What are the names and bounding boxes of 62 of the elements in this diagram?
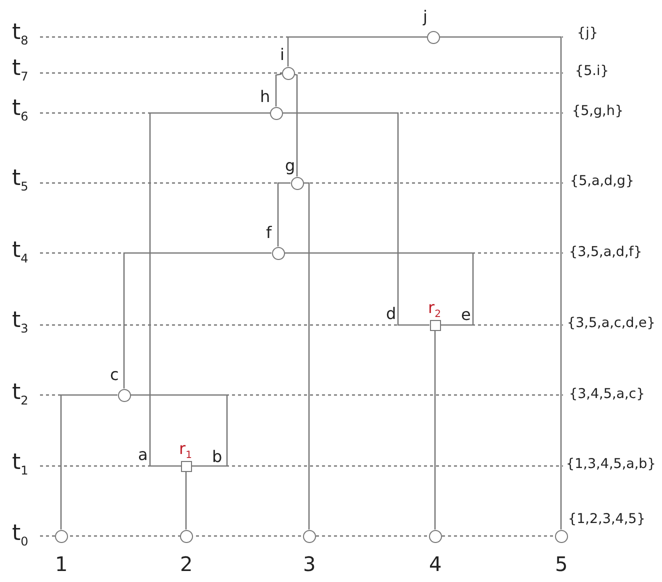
set-label: {1,3,4,5,a,b} (566, 458, 656, 472)
time-level-label: t$_{1}$ (12, 452, 28, 476)
set-label: {3,4,5,a,c} (569, 388, 645, 402)
connector-line (123, 252, 272, 388)
point-label: a (138, 447, 148, 463)
point-label: c (110, 367, 119, 383)
leaf-number: 3 (303, 554, 316, 574)
set-label: {3,5,a,d,f} (569, 246, 642, 260)
set-label: {3,5,a,c,d,e} (567, 317, 656, 330)
connector-line (60, 394, 118, 530)
junction-circle (428, 530, 442, 542)
point-label: r$_{1}$ (179, 441, 192, 462)
junction-square (180, 460, 192, 472)
time-level-label: t$_{5}$ (12, 168, 28, 192)
time-level-label: t$_{0}$ (12, 523, 28, 548)
point-label: f (266, 225, 272, 241)
junction-circle (290, 176, 304, 190)
junction-circle (272, 246, 284, 260)
connector-line (440, 36, 562, 530)
junction-square (430, 320, 440, 330)
connector-line (149, 112, 270, 467)
connector-line (185, 472, 187, 530)
point-label: e (461, 307, 471, 323)
junction-circle (282, 66, 294, 80)
point-label: h (260, 89, 270, 105)
set-label: {5.i} (575, 65, 609, 78)
junction-circle (270, 106, 282, 120)
junction-circle (180, 530, 192, 542)
point-label: g (285, 158, 296, 174)
time-level-label: t$_{8}$ (12, 22, 28, 46)
time-level-label: t$_{4}$ (12, 240, 28, 264)
connector-line (282, 112, 430, 326)
time-level-label: t$_{6}$ (12, 98, 28, 122)
point-label: r$_{2}$ (428, 300, 441, 320)
connector-line (287, 36, 426, 66)
time-level-label: t$_{7}$ (12, 58, 28, 82)
time-level-label: t$_{2}$ (12, 382, 28, 406)
junction-circle (118, 388, 130, 402)
connector-line (284, 252, 474, 326)
connector-line (294, 74, 298, 176)
junction-circle (54, 530, 68, 542)
time-level-label: t$_{3}$ (12, 310, 28, 334)
junction-circle (302, 530, 316, 542)
point-label: b (212, 449, 222, 465)
point-label: i (280, 47, 284, 63)
point-label: j (423, 9, 428, 25)
connector-line (304, 182, 310, 530)
junction-circle (554, 530, 568, 542)
set-label: {j} (577, 27, 598, 40)
leaf-number: 2 (180, 554, 193, 574)
set-label: {5,g,h} (572, 105, 624, 118)
connector-line (434, 330, 436, 530)
leaf-number: 1 (55, 554, 68, 574)
set-label: {1,2,3,4,5} (568, 513, 646, 526)
leaf-number: 5 (555, 554, 568, 574)
connector-line (275, 73, 282, 106)
leaf-number: 4 (429, 554, 442, 574)
junction-circle (426, 30, 440, 44)
connector-line (130, 394, 228, 467)
point-label: d (386, 306, 396, 322)
connector-line (277, 182, 290, 246)
set-label: {5,a,d,g} (570, 175, 634, 188)
